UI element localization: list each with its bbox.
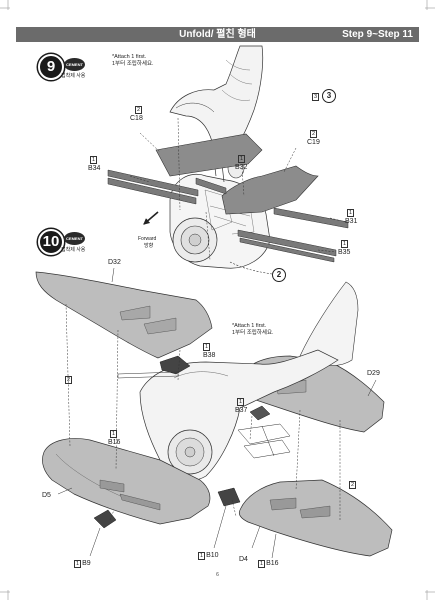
header-title: Unfold/ 펼친 형태 bbox=[179, 29, 256, 40]
label-ref3-qty: 3 bbox=[312, 93, 320, 101]
header-bar: Unfold/ 펼친 형태 Step 9~Step 11 bbox=[16, 27, 419, 42]
label-c18: C18 bbox=[130, 115, 143, 122]
part-b9 bbox=[93, 509, 117, 529]
step-10-note-en: *Attach 1 first. bbox=[232, 323, 267, 329]
label-d5: D5 bbox=[42, 492, 51, 499]
cement-icon: CEMENT bbox=[64, 58, 85, 71]
part-b10 bbox=[217, 487, 241, 507]
label-b37: B37 bbox=[235, 407, 248, 414]
label-c19-qty: 2 bbox=[310, 130, 318, 138]
ref-3-circle: 3 bbox=[322, 89, 336, 103]
label-b38: B38 bbox=[203, 352, 216, 359]
step-9-number: 9 bbox=[38, 54, 64, 80]
tail-fin bbox=[299, 281, 359, 366]
part-b35 bbox=[237, 229, 337, 257]
label-b32: B32 bbox=[235, 164, 248, 171]
cement-label-ko-2: 접착제 사용 bbox=[61, 247, 86, 253]
label-b35-qty: 1 bbox=[341, 240, 349, 248]
part-b31 bbox=[273, 207, 349, 229]
label-b34: B34 bbox=[88, 165, 101, 172]
part-b32 bbox=[195, 177, 227, 195]
label-b35: B35 bbox=[338, 249, 351, 256]
label-b31-qty: 1 bbox=[347, 209, 355, 217]
label-b34-qty: 1 bbox=[90, 156, 98, 164]
label-b16a-qty: 1 bbox=[110, 430, 118, 438]
step-9-note-en: *Attach 1 first. bbox=[112, 54, 147, 60]
part-b34 bbox=[107, 169, 199, 197]
label-qty-right: 2 bbox=[349, 481, 357, 489]
label-d32: D32 bbox=[108, 259, 121, 266]
step-10-number: 10 bbox=[38, 229, 64, 255]
part-c18 bbox=[155, 133, 263, 177]
ref-2-circle: 2 bbox=[272, 268, 286, 282]
label-qty-left: 2 bbox=[65, 376, 73, 384]
part-b38 bbox=[159, 355, 191, 375]
label-c18-qty: 2 bbox=[135, 106, 143, 114]
forward-label-en: Forward bbox=[138, 236, 157, 242]
label-b37-qty: 1 bbox=[237, 398, 245, 406]
header-steps: Step 9~Step 11 bbox=[342, 29, 413, 40]
label-d29: D29 bbox=[367, 370, 380, 377]
label-b31: B31 bbox=[345, 218, 358, 225]
part-c19 bbox=[221, 165, 319, 215]
page-number: 6 bbox=[216, 572, 219, 578]
step-10-note-ko: 1부터 조립하세요. bbox=[232, 330, 274, 336]
cement-label-ko: 접착제 사용 bbox=[61, 73, 86, 79]
part-b37 bbox=[249, 405, 271, 421]
part-d5 bbox=[42, 438, 211, 525]
label-c19: C19 bbox=[307, 139, 320, 146]
label-d4: D4 bbox=[239, 556, 248, 563]
part-d4 bbox=[238, 479, 393, 557]
label-b16a: B16 bbox=[108, 439, 121, 446]
step-9-note-ko: 1부터 조립하세요. bbox=[112, 61, 154, 67]
label-b32-qty: 1 bbox=[238, 155, 246, 163]
label-b38-qty: 1 bbox=[203, 343, 211, 351]
forward-label-ko: 방향 bbox=[144, 243, 154, 249]
cement-icon-2: CEMENT bbox=[64, 232, 85, 245]
